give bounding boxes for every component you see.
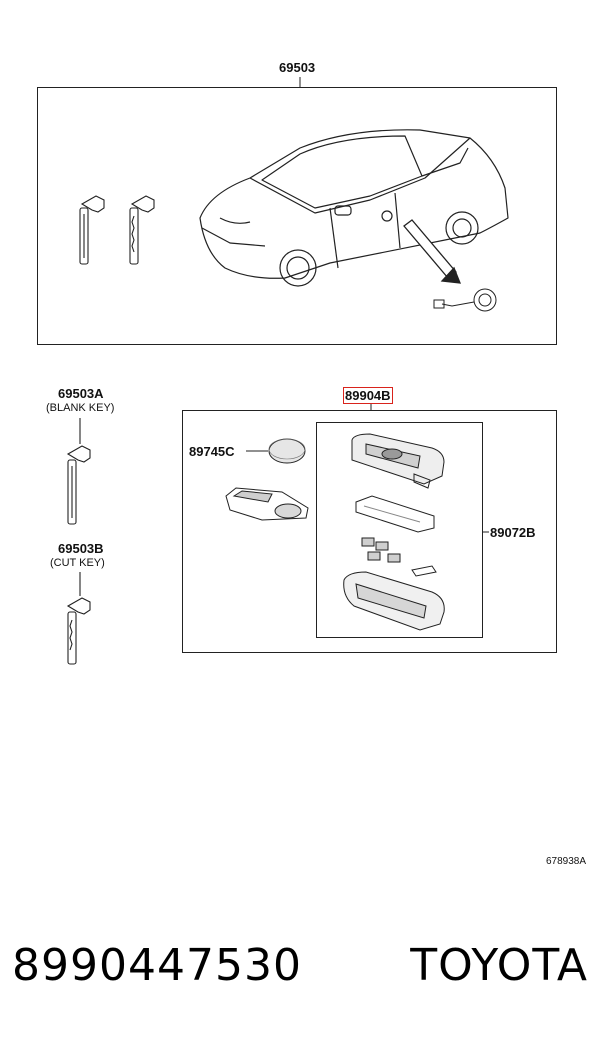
vehicle-illustration [199,129,509,312]
illustration-reference: 678938A [546,856,587,867]
blank-key-illustration [66,418,91,525]
assembly-frame [37,87,557,345]
case-frame [316,422,483,638]
assembly-leader-line [299,77,301,88]
cut-key-description: (CUT KEY) [50,557,105,569]
cut-key-part-label: 69503B [58,541,104,556]
assembly-part-label: 69503 [279,60,316,75]
transmitter-leader-line [370,404,372,411]
footer-bar: 8990447530 TOYOTA [12,940,588,991]
transmitter-frame [182,410,557,653]
blank-key-part-label: 69503A [58,386,104,401]
footer-brand: TOYOTA [410,940,588,991]
blank-key-description: (BLANK KEY) [46,402,115,414]
transmitter-part-label: 89904B [343,387,393,404]
case-part-label: 89072B [490,525,536,540]
battery-illustration [246,438,306,464]
cut-key-illustration [66,572,91,665]
battery-part-label: 89745C [189,444,235,459]
key-pair-illustration [79,195,155,265]
case-leader-line [483,531,489,533]
battery-tray-illustration [225,487,309,521]
key-case-illustration [343,433,445,631]
footer-part-number: 8990447530 [12,940,302,991]
